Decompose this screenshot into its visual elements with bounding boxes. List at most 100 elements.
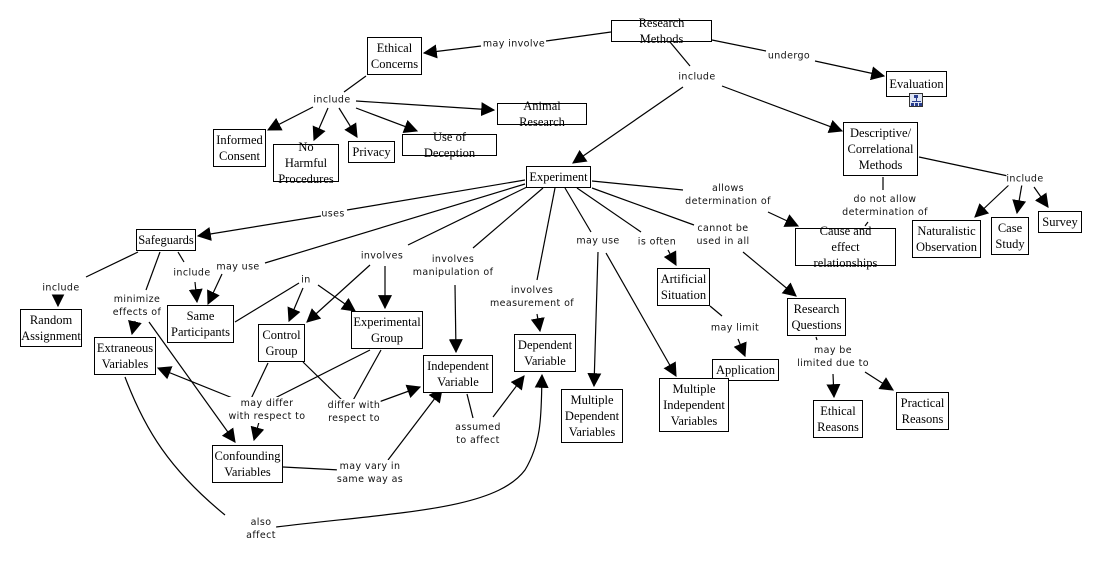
line-rm-include: [669, 41, 691, 67]
concept-control-group[interactable]: Control Group: [258, 324, 305, 362]
concept-random-assignment[interactable]: Random Assignment: [20, 309, 82, 347]
line-include-desc: [721, 85, 844, 134]
line-desc-include: [918, 156, 1009, 177]
line-art-maylimit: [709, 305, 723, 317]
link-uses[interactable]: uses: [321, 207, 345, 221]
concept-multiple-independent[interactable]: Multiple Independent Variables: [659, 378, 729, 432]
line-uses-safe: [196, 215, 322, 241]
link-may-differ[interactable]: may differ with respect to: [228, 397, 306, 423]
concept-research-questions[interactable]: Research Questions: [787, 298, 846, 336]
line-mayuse-mdv: [587, 251, 602, 388]
line-inc-privacy: [338, 107, 358, 138]
concept-cause-effect[interactable]: Cause and effect relationships: [795, 224, 896, 270]
line-safe-min: [145, 251, 161, 291]
link-may-limit[interactable]: may limit: [710, 321, 760, 335]
submap-icon[interactable]: [909, 93, 923, 107]
line-assumed-dv: [492, 375, 525, 418]
concept-application[interactable]: Application: [712, 359, 779, 381]
link-include-safeguards[interactable]: include: [173, 266, 211, 280]
line-cg-differ: [302, 361, 346, 404]
line-conf-mayvary: [282, 466, 341, 471]
concept-privacy[interactable]: Privacy: [348, 141, 395, 163]
line-exp-meas: [536, 187, 556, 281]
concept-confounding-variables[interactable]: Confounding Variables: [212, 445, 283, 483]
concept-animal-research[interactable]: Animal Research: [497, 99, 587, 129]
line-manip-iv: [448, 284, 463, 354]
concept-research-methods[interactable]: Research Methods: [611, 16, 712, 46]
line-min-extran: [128, 319, 142, 336]
link-in[interactable]: in: [301, 273, 311, 287]
line-include-exp: [572, 86, 684, 164]
concept-experiment[interactable]: Experiment: [526, 166, 591, 188]
link-involves[interactable]: involves: [360, 249, 404, 263]
line-rq-mbl: [815, 336, 818, 341]
line-maydiffer-extran: [156, 366, 241, 402]
concept-naturalistic-observation[interactable]: Naturalistic Observation: [912, 220, 981, 258]
concept-ethical-concerns[interactable]: Ethical Concerns: [367, 37, 422, 75]
line-safe-incs: [177, 251, 185, 263]
concept-evaluation[interactable]: Evaluation: [886, 71, 947, 97]
link-may-be-limited[interactable]: may be limited due to: [797, 344, 869, 370]
concept-survey[interactable]: Survey: [1038, 211, 1082, 233]
concept-multiple-dependent[interactable]: Multiple Dependent Variables: [561, 389, 623, 443]
link-involves-manipulation[interactable]: involves manipulation of: [412, 253, 494, 279]
line-donot-cause: [864, 221, 869, 227]
line-ec-include: [343, 75, 367, 93]
line-exp-cannot: [591, 187, 695, 226]
link-include-main[interactable]: include: [678, 70, 716, 84]
line-in-cg: [287, 287, 304, 323]
line-in-eg: [317, 284, 356, 312]
concept-dependent-variable[interactable]: Dependent Variable: [514, 334, 576, 372]
line-exp-involves: [407, 186, 528, 246]
link-cannot-be-used[interactable]: cannot be used in all: [696, 222, 750, 248]
concept-use-of-deception[interactable]: Use of Deception: [402, 130, 497, 160]
concept-ethical-reasons[interactable]: Ethical Reasons: [813, 400, 863, 438]
link-may-use-same[interactable]: may use: [216, 260, 260, 274]
link-may-involve[interactable]: may involve: [482, 37, 546, 51]
concept-informed-consent[interactable]: Informed Consent: [213, 129, 266, 167]
line-iv-assumed: [466, 393, 474, 419]
line-mayuse-same: [207, 273, 223, 306]
concept-safeguards[interactable]: Safeguards: [136, 229, 196, 251]
line-inc-deception: [355, 107, 419, 134]
link-include-safeguards-left[interactable]: include: [42, 281, 80, 295]
line-maylimit-app: [733, 338, 747, 358]
line-differ-iv: [375, 384, 422, 404]
line-inc-informed: [266, 106, 314, 131]
concept-no-harmful-procedures[interactable]: No Harmful Procedures: [273, 140, 339, 186]
line-inc-animal: [355, 100, 496, 117]
link-include-ethics[interactable]: include: [313, 93, 351, 107]
link-may-vary[interactable]: may vary in same way as: [336, 460, 404, 486]
link-undergo[interactable]: undergo: [767, 49, 811, 63]
line-cannot-rq: [742, 251, 797, 297]
line-extran-also: [124, 376, 226, 516]
concept-independent-variable[interactable]: Independent Variable: [423, 355, 493, 393]
line-exp-allows: [591, 180, 684, 191]
concept-same-participants[interactable]: Same Participants: [167, 305, 234, 343]
concept-extraneous-variables[interactable]: Extraneous Variables: [94, 337, 156, 375]
line-mayvary-iv: [387, 388, 443, 461]
line-eg-maydiffer: [270, 349, 371, 401]
line-allows-cause: [767, 211, 800, 227]
line-incs-same: [188, 281, 203, 304]
link-is-often[interactable]: is often: [637, 235, 677, 249]
link-also-affect[interactable]: also affect: [246, 516, 276, 542]
line-also-dv: [275, 373, 549, 528]
line-exp-uses: [346, 179, 526, 211]
concept-descriptive-correlational[interactable]: Descriptive/ Correlational Methods: [843, 122, 918, 176]
link-assumed-to-affect[interactable]: assumed to affect: [455, 421, 501, 447]
link-include-descriptive[interactable]: include: [1006, 172, 1044, 186]
concept-case-study[interactable]: Case Study: [991, 217, 1029, 255]
link-involves-measurement[interactable]: involves measurement of: [489, 284, 575, 310]
link-do-not-allow[interactable]: do not allow determination of: [842, 193, 928, 219]
link-may-use-experiment[interactable]: may use: [576, 234, 620, 248]
line-mbl-ethical: [826, 373, 841, 399]
concept-experimental-group[interactable]: Experimental Group: [351, 311, 423, 349]
link-differ-with[interactable]: differ with respect to: [327, 399, 381, 425]
line-incd-survey: [1033, 186, 1049, 208]
concept-artificial-situation[interactable]: Artificial Situation: [657, 268, 710, 306]
concept-practical-reasons[interactable]: Practical Reasons: [896, 392, 949, 430]
link-allows-determination[interactable]: allows determination of: [685, 182, 771, 208]
link-minimize-effects[interactable]: minimize effects of: [112, 293, 162, 319]
